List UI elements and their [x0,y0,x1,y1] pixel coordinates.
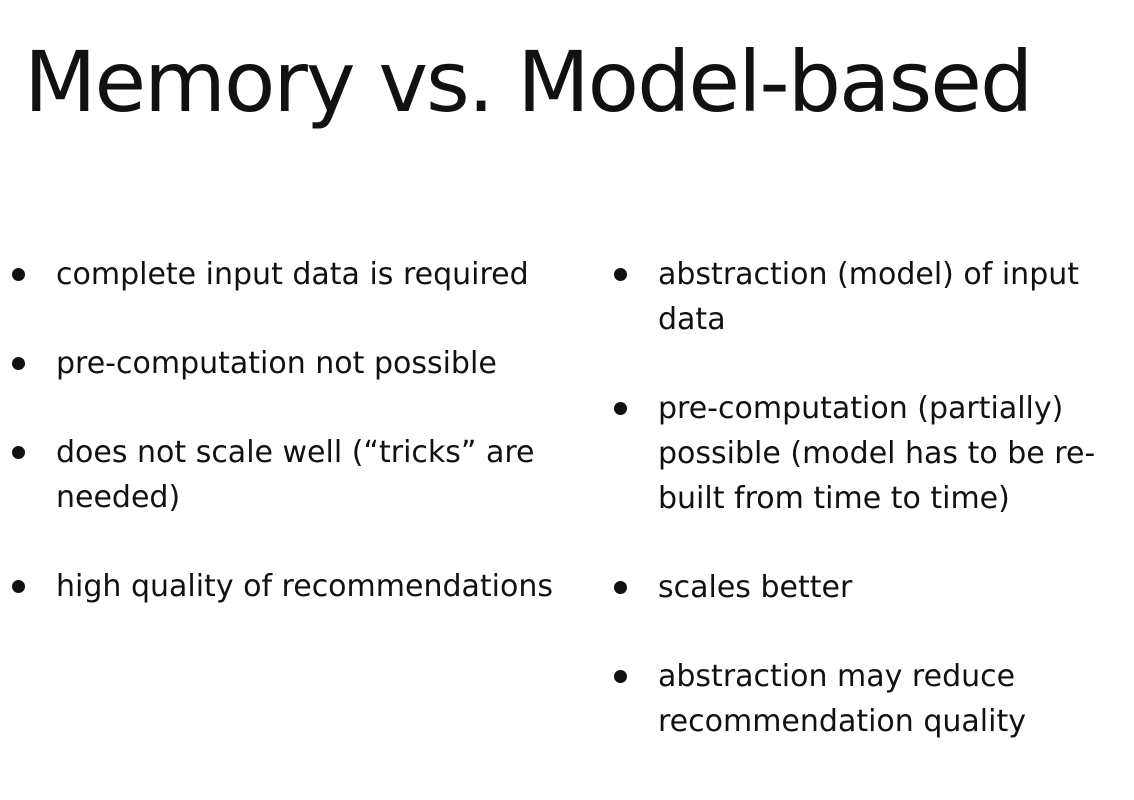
bullet-text: high quality of recommendations [56,569,553,604]
bullet-dot-icon [12,580,25,593]
bullet-dot-icon [12,446,25,459]
memory-bullet-complete-input: complete input data is required [0,252,560,297]
bullet-dot-icon [12,268,25,281]
bullet-text: pre-computation not possible [56,346,497,381]
bullet-text: pre-computation (partially) possible (mo… [658,391,1096,516]
bullet-dot-icon [614,402,627,415]
model-bullet-scaling: scales better [602,565,1132,610]
bullet-text: complete input data is required [56,257,529,292]
model-bullet-abstraction: abstraction (model) of input data [602,252,1132,342]
bullet-text: does not scale well (“tricks” are needed… [56,435,535,515]
bullet-text: scales better [658,570,853,605]
bullet-text: abstraction may reduce recommendation qu… [658,659,1026,739]
slide-title: Memory vs. Model-based [24,33,1033,131]
model-based-list: abstraction (model) of input data pre-co… [602,252,1132,744]
bullet-text: abstraction (model) of input data [658,257,1080,337]
memory-bullet-quality: high quality of recommendations [0,564,560,609]
bullet-dot-icon [12,357,25,370]
model-bullet-quality: abstraction may reduce recommendation qu… [602,654,1132,744]
bullet-dot-icon [614,581,627,594]
bullet-dot-icon [614,670,627,683]
memory-based-list: complete input data is required pre-comp… [0,252,560,609]
memory-bullet-scaling: does not scale well (“tricks” are needed… [0,430,560,520]
memory-bullet-precomputation: pre-computation not possible [0,341,560,386]
model-bullet-precomputation: pre-computation (partially) possible (mo… [602,386,1132,521]
bullet-dot-icon [614,268,627,281]
